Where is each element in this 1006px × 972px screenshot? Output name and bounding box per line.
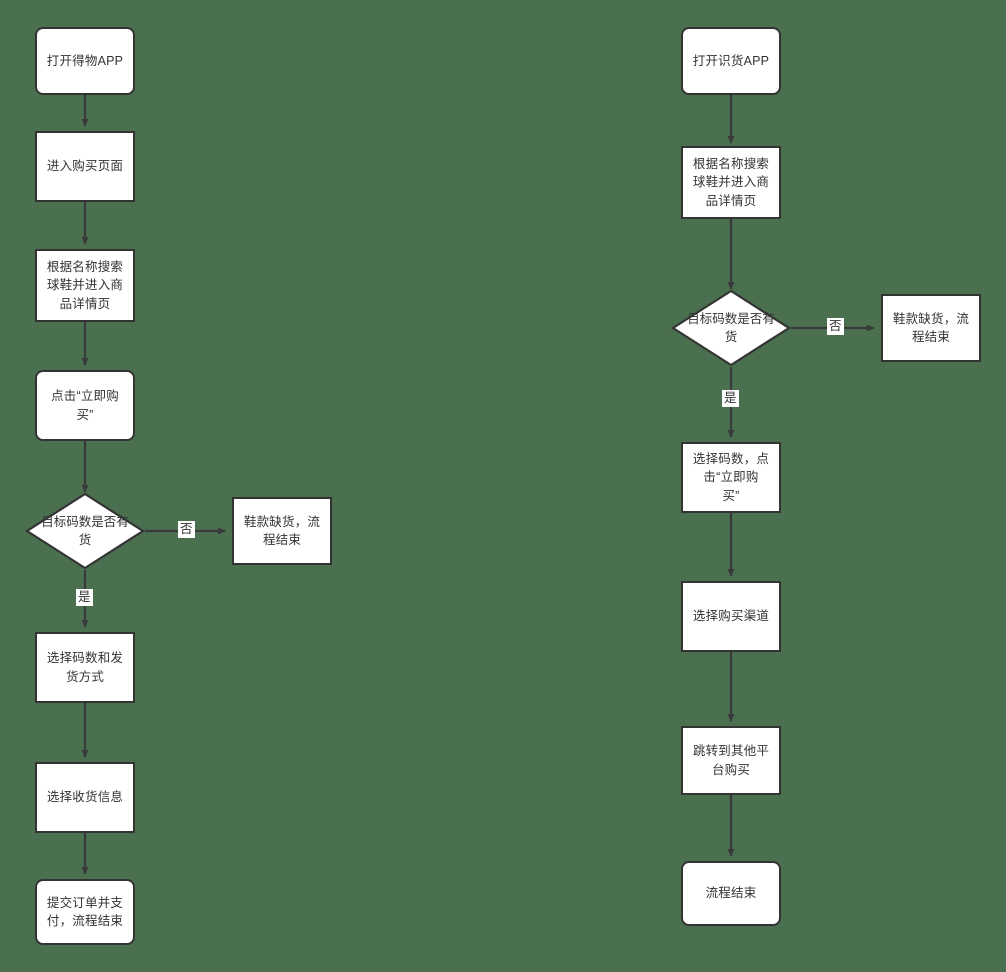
node-select-size-click-buy[interactable]: 选择码数，点 击“立即购 买”: [681, 442, 781, 513]
node-jump-other-platform[interactable]: 跳转到其他平 台购买: [681, 726, 781, 795]
node-open-dewu-app[interactable]: 打开得物APP: [35, 27, 135, 95]
edge-label-no-left: 否: [178, 521, 195, 538]
edge-label-yes-right: 是: [722, 390, 739, 407]
node-label: 点击“立即购 买”: [51, 389, 119, 422]
node-click-buy-now-left[interactable]: 点击“立即购 买”: [35, 370, 135, 441]
node-label: 跳转到其他平 台购买: [692, 744, 770, 777]
node-submit-order-pay-end[interactable]: 提交订单并支 付，流程结束: [35, 879, 135, 945]
node-label: 进入购买页面: [46, 159, 124, 174]
edge-label-no-right: 否: [827, 318, 844, 335]
node-label: 鞋款缺货，流 程结束: [892, 311, 970, 344]
node-search-shoe-detail-left[interactable]: 根据名称搜索 球鞋并进入商 品详情页: [35, 249, 135, 322]
node-label: 根据名称搜索 球鞋并进入商 品详情页: [46, 260, 124, 311]
decision-stock-available-left[interactable]: 目标码数是否有 货: [25, 492, 145, 570]
node-label: 选择码数和发 货方式: [46, 651, 124, 684]
node-label: 打开识货APP: [692, 53, 770, 68]
diamond-shape: [671, 289, 791, 367]
node-label: 选择收货信息: [46, 790, 124, 805]
node-label: 选择购买渠道: [692, 609, 770, 624]
node-process-end-right[interactable]: 流程结束: [681, 861, 781, 926]
node-enter-purchase-page[interactable]: 进入购买页面: [35, 131, 135, 202]
decision-label: 目标码数是否有 货: [41, 514, 129, 547]
node-out-of-stock-end-right[interactable]: 鞋款缺货，流 程结束: [881, 294, 981, 362]
node-select-delivery-info[interactable]: 选择收货信息: [35, 762, 135, 833]
node-label: 打开得物APP: [46, 53, 124, 68]
edge-label-yes-left: 是: [76, 589, 93, 606]
node-select-purchase-channel[interactable]: 选择购买渠道: [681, 581, 781, 652]
decision-stock-available-right[interactable]: 目标码数是否有 货: [671, 289, 791, 367]
node-label: 提交订单并支 付，流程结束: [46, 895, 124, 928]
node-select-size-shipping[interactable]: 选择码数和发 货方式: [35, 632, 135, 703]
node-label: 根据名称搜索 球鞋并进入商 品详情页: [692, 157, 770, 208]
node-label: 选择码数，点 击“立即购 买”: [692, 452, 770, 503]
node-label: 流程结束: [705, 886, 757, 901]
node-out-of-stock-end-left[interactable]: 鞋款缺货，流 程结束: [232, 497, 332, 565]
diamond-shape: [25, 492, 145, 570]
decision-label: 目标码数是否有 货: [687, 311, 775, 344]
node-open-shihuo-app[interactable]: 打开识货APP: [681, 27, 781, 95]
node-label: 鞋款缺货，流 程结束: [243, 514, 321, 547]
node-search-shoe-detail-right[interactable]: 根据名称搜索 球鞋并进入商 品详情页: [681, 146, 781, 219]
